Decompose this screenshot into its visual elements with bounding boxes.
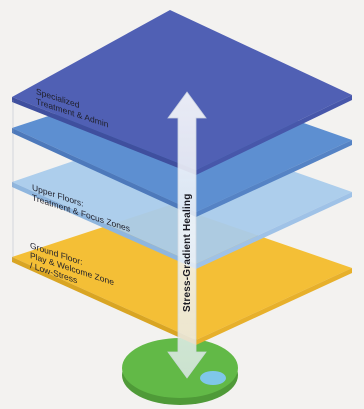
- arrow-label: Stress-Gradient Healing: [182, 193, 193, 312]
- stress-gradient-arrow: [167, 91, 207, 379]
- pond-icon: [200, 371, 226, 385]
- layer-top: [12, 10, 352, 175]
